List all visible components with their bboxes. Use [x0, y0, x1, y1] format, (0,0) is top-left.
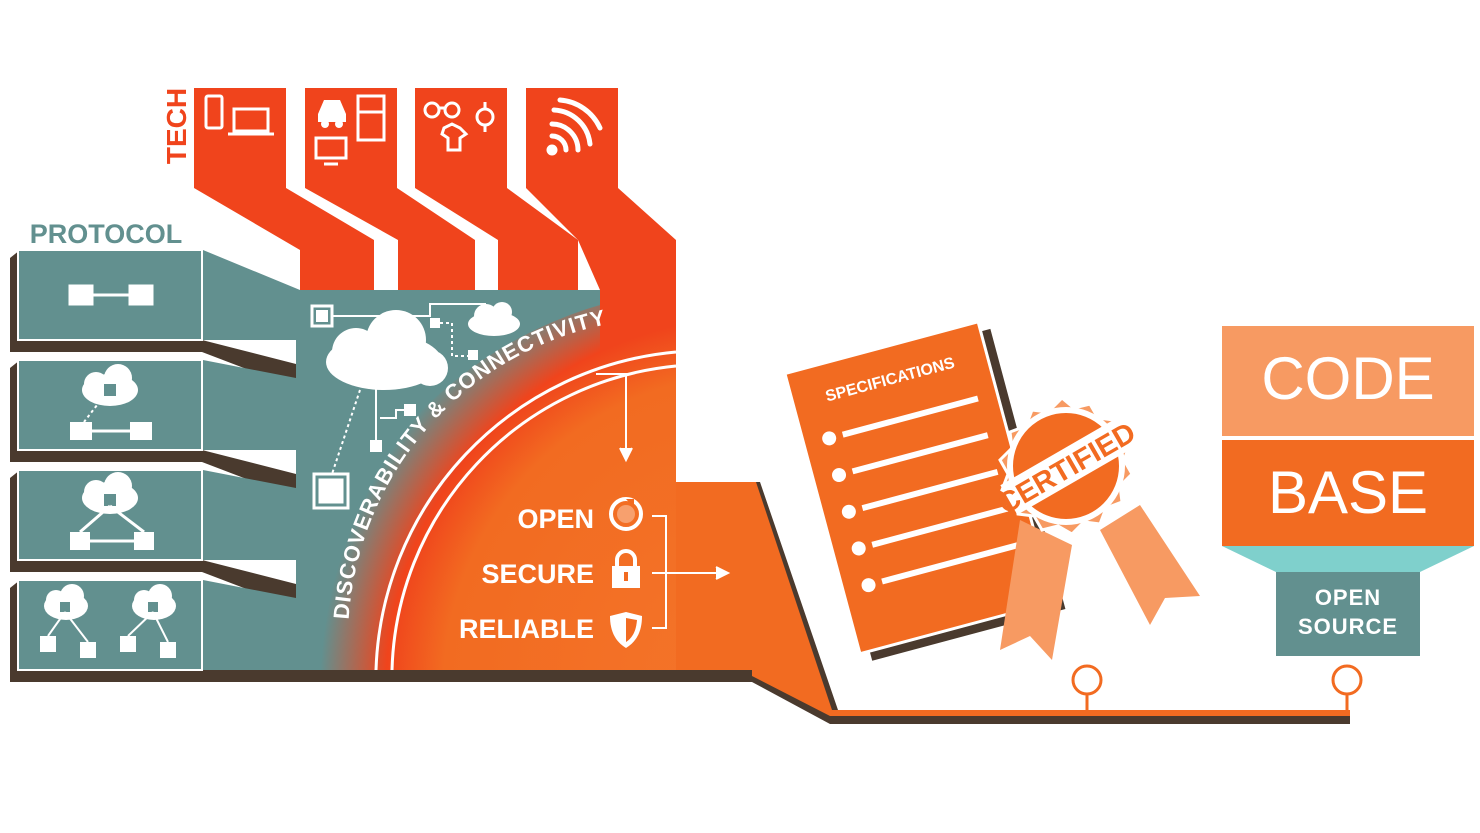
tech-label: TECH: [161, 88, 192, 164]
car-fridge-tv-icon: [314, 94, 386, 166]
multi-cloud-icon: [40, 584, 176, 658]
certified-seal-icon: CERTIFIED: [993, 395, 1200, 660]
phone-laptop-icon: [204, 94, 274, 136]
quality-secure-label: SECURE: [481, 559, 594, 589]
cloud-triangle-icon: [70, 472, 154, 550]
open-ring-icon: [609, 497, 643, 531]
quality-reliable-label: RELIABLE: [459, 614, 594, 644]
point-to-point-icon: [68, 284, 154, 306]
codebase-stack: CODE BASE OPEN SOURCE: [1222, 326, 1474, 656]
shield-icon: [610, 612, 642, 648]
qualities-list: OPEN SECURE RELIABLE: [459, 497, 731, 648]
lock-icon: [612, 549, 640, 588]
open-source-line2: SOURCE: [1298, 614, 1398, 639]
connector-node-certified: [1071, 664, 1103, 696]
down-arrow-icon: [596, 373, 633, 463]
wearables-icon: [423, 101, 495, 152]
code-label: CODE: [1261, 345, 1434, 412]
connector-track: [752, 482, 1363, 724]
cloud-link-icon: [70, 364, 152, 440]
open-source-line1: OPEN: [1315, 585, 1381, 610]
connector-node-codebase: [1331, 664, 1363, 696]
wireless-signal-icon: [546, 97, 603, 156]
arc-line-outer: [374, 350, 677, 671]
arc-line-inner: [390, 364, 677, 671]
protocol-shadows: [10, 250, 760, 682]
bracket-arrow: [652, 515, 731, 629]
quality-open-label: OPEN: [517, 504, 594, 534]
base-label: BASE: [1268, 459, 1428, 526]
protocol-label: PROTOCOL: [30, 219, 183, 249]
open-source-box: [1276, 572, 1420, 656]
network-diagram: [310, 302, 520, 510]
specifications-document: SPECIFICATIONS: [783, 319, 1066, 661]
